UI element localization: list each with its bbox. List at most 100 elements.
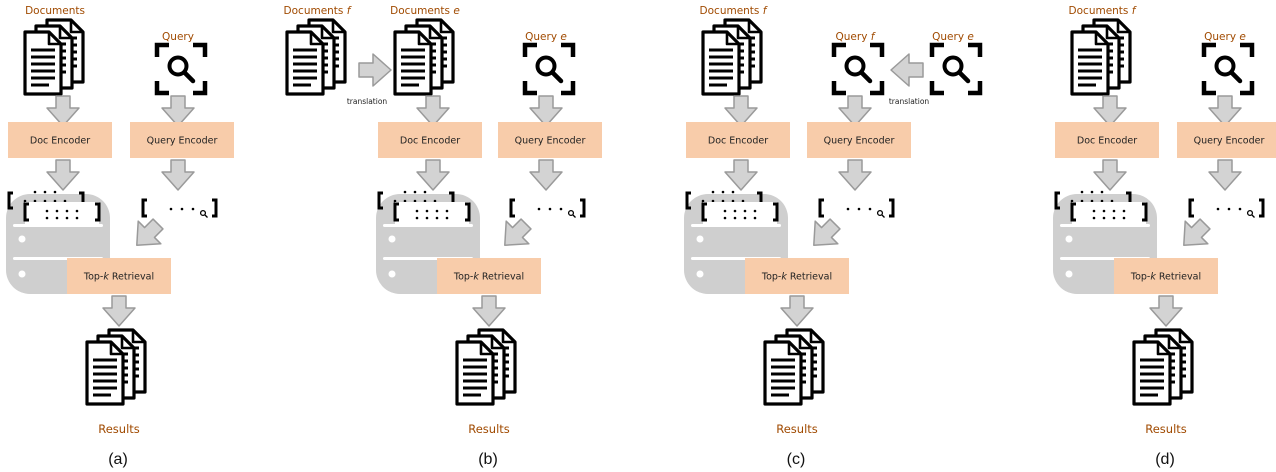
arrow-down	[724, 95, 758, 127]
panel-caption: (b)	[478, 451, 498, 468]
query-magnifier-icon	[834, 45, 882, 93]
top-k-retrieval-label: Top-k Retrieval	[83, 272, 154, 283]
query-encoder-label: Query Encoder	[147, 136, 218, 147]
top-k-retrieval: Top-k Retrieval	[745, 258, 849, 294]
arrow-down	[1208, 159, 1242, 191]
panel-caption: (d)	[1155, 451, 1175, 468]
doc-encoder-label: Doc Encoder	[1077, 136, 1137, 147]
panel-c: Documents f Query f Query e translationDoc …	[684, 5, 980, 468]
panel-b: Documents e Query e Documents f translation…	[284, 5, 602, 468]
source-document-stack-icon	[287, 20, 345, 94]
doc-encoder-box	[8, 122, 112, 158]
query-encoder: Query Encoder	[1177, 122, 1276, 158]
query-label: Query	[162, 31, 194, 43]
query-vector-icon	[1188, 198, 1265, 219]
results-document-stack-icon	[457, 330, 515, 404]
translation-arrow	[890, 53, 924, 87]
arrow-diagonal	[492, 211, 539, 258]
arrow-diagonal	[801, 211, 848, 258]
documents-label: Documents f	[700, 5, 769, 17]
arrow-diagonal	[124, 211, 171, 258]
translation-label: translation	[347, 97, 388, 106]
arrow-down	[1149, 295, 1183, 327]
top-k-retrieval-label: Top-k Retrieval	[1130, 272, 1201, 283]
doc-encoder: Doc Encoder	[686, 122, 790, 158]
results-document-stack-icon	[87, 330, 145, 404]
arrow-down	[838, 95, 872, 127]
document-stack-icon	[25, 20, 83, 94]
source-documents-label: Documents f	[284, 5, 353, 17]
arrow-down	[161, 159, 195, 191]
arrow-down	[1208, 95, 1242, 127]
query-vector-icon	[509, 198, 586, 219]
arrow-down	[724, 159, 758, 191]
results-label: Results	[468, 422, 510, 436]
arrow-down	[46, 159, 80, 191]
query-encoder-box	[807, 122, 911, 158]
documents-label: Documents	[25, 5, 85, 17]
document-stack-icon	[703, 20, 761, 94]
arrow-diagonal	[1171, 211, 1218, 258]
doc-encoder-label: Doc Encoder	[708, 136, 768, 147]
results-document-stack-icon	[765, 330, 823, 404]
top-k-retrieval: Top-k Retrieval	[1114, 258, 1218, 294]
doc-encoder-box	[686, 122, 790, 158]
arrow-down	[1093, 159, 1127, 191]
doc-encoder: Doc Encoder	[8, 122, 112, 158]
panel-caption: (c)	[787, 451, 806, 468]
doc-encoder: Doc Encoder	[378, 122, 482, 158]
results-label: Results	[1145, 422, 1187, 436]
arrow-down	[46, 95, 80, 127]
top-k-retrieval: Top-k Retrieval	[67, 258, 171, 294]
translation-label: translation	[889, 97, 930, 106]
documents-label: Documents e	[390, 5, 460, 17]
query-vector-icon	[818, 198, 895, 219]
arrow-down	[1093, 95, 1127, 127]
results-label: Results	[776, 422, 818, 436]
arrow-down	[529, 95, 563, 127]
query-label: Query e	[525, 31, 567, 43]
arrow-down	[161, 95, 195, 127]
query-magnifier-icon	[157, 45, 205, 93]
top-k-retrieval-label: Top-k Retrieval	[453, 272, 524, 283]
source-query-magnifier-icon	[932, 45, 980, 93]
doc-encoder-label: Doc Encoder	[400, 136, 460, 147]
query-encoder: Query Encoder	[130, 122, 234, 158]
arrow-down	[102, 295, 136, 327]
top-k-retrieval-box	[67, 258, 171, 294]
query-magnifier-icon	[525, 45, 573, 93]
doc-encoder-box	[378, 122, 482, 158]
arrow-down	[529, 159, 563, 191]
query-encoder-label: Query Encoder	[824, 136, 895, 147]
query-encoder-box	[498, 122, 602, 158]
panel-caption: (a)	[108, 451, 128, 468]
arrow-down	[838, 159, 872, 191]
documents-label: Documents f	[1069, 5, 1138, 17]
top-k-retrieval-label: Top-k Retrieval	[761, 272, 832, 283]
doc-encoder-label: Doc Encoder	[30, 136, 90, 147]
document-stack-icon	[395, 20, 453, 94]
query-encoder-label: Query Encoder	[515, 136, 586, 147]
results-document-stack-icon	[1134, 330, 1192, 404]
query-label: Query f	[836, 31, 877, 43]
query-encoder: Query Encoder	[807, 122, 911, 158]
query-magnifier-icon	[1204, 45, 1252, 93]
top-k-retrieval-box	[745, 258, 849, 294]
query-encoder-label: Query Encoder	[1194, 136, 1265, 147]
query-vector-icon	[141, 198, 218, 219]
query-encoder: Query Encoder	[498, 122, 602, 158]
query-encoder-box	[130, 122, 234, 158]
arrow-down	[472, 295, 506, 327]
top-k-retrieval-box	[1114, 258, 1218, 294]
doc-encoder: Doc Encoder	[1055, 122, 1159, 158]
arrow-down	[780, 295, 814, 327]
arrow-down	[416, 95, 450, 127]
arrow-down	[416, 159, 450, 191]
results-label: Results	[98, 422, 140, 436]
top-k-retrieval: Top-k Retrieval	[437, 258, 541, 294]
query-encoder-box	[1177, 122, 1276, 158]
source-query-label: Query e	[932, 31, 974, 43]
